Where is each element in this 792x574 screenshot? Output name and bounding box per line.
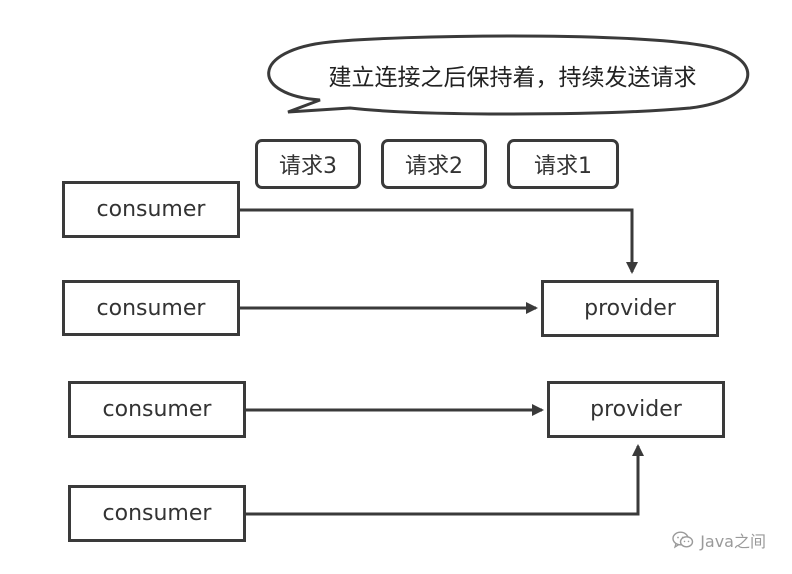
consumer-box-1: consumer: [62, 181, 240, 238]
wechat-icon: [672, 531, 694, 549]
provider-box-2: provider: [547, 381, 725, 438]
speech-bubble-outline: [267, 34, 749, 116]
connector-consumer-4-to-provider-2: [246, 444, 644, 516]
request-box-3: 请求3: [255, 139, 361, 189]
request-box-2: 请求2: [381, 139, 487, 189]
provider-box-1: provider: [541, 280, 719, 337]
connector-consumer-1-to-provider-1: [240, 208, 638, 274]
watermark: Java之间: [672, 528, 766, 552]
consumer-box-2: consumer: [62, 280, 240, 336]
consumer-box-3: consumer: [68, 381, 246, 438]
watermark-text: Java之间: [700, 532, 766, 551]
consumer-box-4: consumer: [68, 485, 246, 542]
request-box-1: 请求1: [507, 139, 619, 189]
speech-bubble-text: 建立连接之后保持着，持续发送请求: [328, 65, 697, 91]
